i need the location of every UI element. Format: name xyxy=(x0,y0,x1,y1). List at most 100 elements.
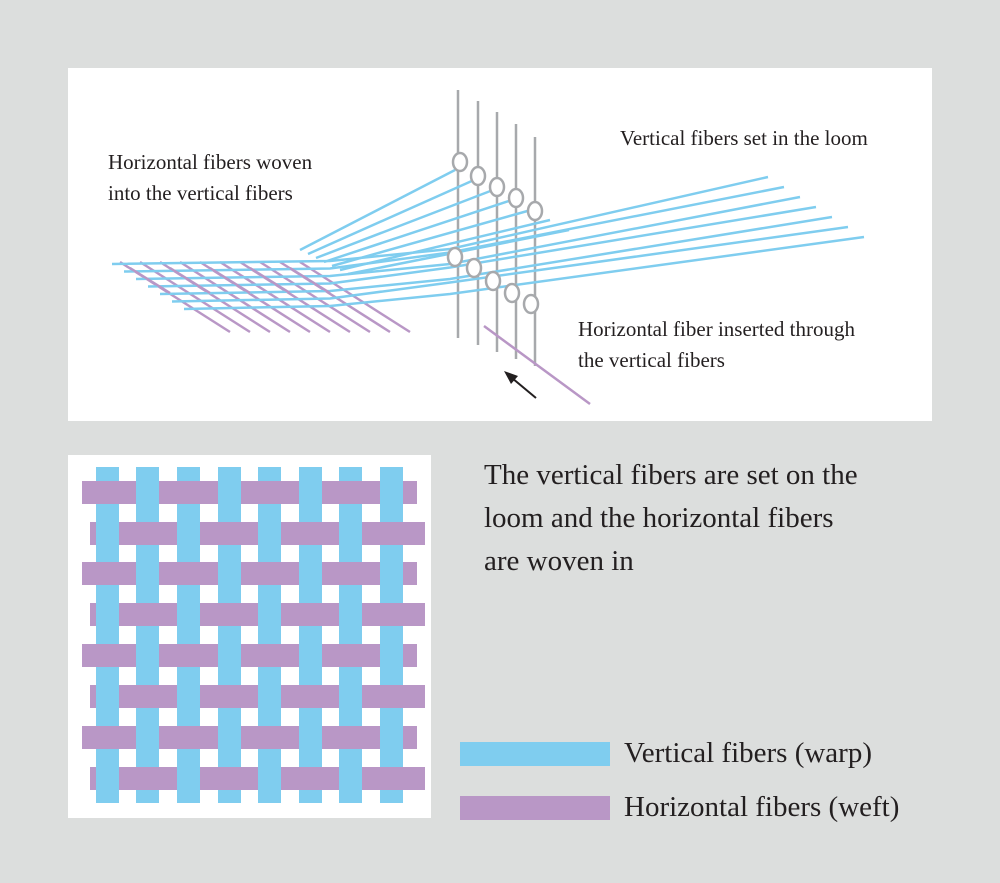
warp-over-crossing xyxy=(258,685,281,708)
loom-diagram xyxy=(111,90,865,406)
warp-over-crossing xyxy=(177,522,200,545)
weft-color-swatch xyxy=(460,795,610,820)
warp-over-crossing xyxy=(339,685,362,708)
warp-over-crossing xyxy=(177,685,200,708)
warp-thread xyxy=(218,467,241,803)
warp-thread xyxy=(136,467,159,803)
weft-thread xyxy=(82,644,417,667)
warp-fiber-upper xyxy=(299,168,456,252)
woven-weft-fiber xyxy=(259,260,371,334)
inserted-fiber-label-line1: Horizontal fiber inserted through xyxy=(578,317,855,341)
legend-warp: Vertical fibers (warp) xyxy=(460,737,872,770)
warp-over-crossing xyxy=(380,562,403,585)
warp-over-crossing xyxy=(339,603,362,626)
heddle-eye xyxy=(451,151,469,173)
warp-over-crossing xyxy=(299,644,322,667)
warp-over-crossing xyxy=(136,481,159,504)
warp-color-swatch xyxy=(460,741,610,766)
woven-fibers-label-line1: Horizontal fibers woven xyxy=(108,150,313,174)
warp-fiber-upper xyxy=(331,208,532,268)
warp-fiber xyxy=(123,185,785,273)
woven-fibers-label-line2: into the vertical fibers xyxy=(108,181,293,205)
woven-weft-fiber xyxy=(139,260,251,334)
vertical-fibers-set-label: Vertical fibers set in the loom xyxy=(620,126,868,150)
weft-thread xyxy=(90,767,425,790)
legend-warp-label: Vertical fibers (warp) xyxy=(624,737,872,769)
inserted-fiber-label: Horizontal fiber inserted through the ve… xyxy=(578,314,855,376)
weft-thread xyxy=(82,726,417,749)
inserted-weft-fiber xyxy=(483,324,591,406)
warp-over-crossing xyxy=(218,726,241,749)
warp-over-crossing xyxy=(218,562,241,585)
heddle-eye xyxy=(484,270,502,292)
warp-over-crossing xyxy=(339,767,362,790)
warp-fiber-upper xyxy=(339,218,551,272)
woven-weft-fiber-over xyxy=(209,266,251,295)
weft-thread xyxy=(90,522,425,545)
warp-fiber xyxy=(159,215,833,296)
heddle-eye xyxy=(507,187,525,209)
heddle-eye xyxy=(469,165,487,187)
warp-fiber-upper xyxy=(307,178,475,256)
warp-over-crossing xyxy=(136,562,159,585)
warp-over-crossing xyxy=(299,726,322,749)
woven-weft-fiber xyxy=(179,260,291,334)
warp-fiber-upper xyxy=(315,188,494,260)
plain-weave-panel xyxy=(68,455,431,818)
heddle-eye xyxy=(503,282,521,304)
heddle-eye xyxy=(446,246,464,268)
heddle-eye xyxy=(465,257,483,279)
legend-weft-label: Horizontal fibers (weft) xyxy=(624,791,900,823)
warp-fiber xyxy=(111,175,769,266)
warp-over-crossing xyxy=(177,767,200,790)
warp-over-crossing xyxy=(380,644,403,667)
weft-thread xyxy=(90,603,425,626)
warp-over-crossing xyxy=(339,522,362,545)
plain-weave-pattern xyxy=(82,467,425,803)
warp-over-crossing xyxy=(96,522,119,545)
warp-over-crossing xyxy=(136,644,159,667)
heddle-eye xyxy=(522,293,540,315)
woven-weft-fiber-over xyxy=(289,266,331,295)
warp-over-crossing xyxy=(218,644,241,667)
warp-over-crossing xyxy=(177,603,200,626)
warp-over-crossing xyxy=(258,522,281,545)
diagram-caption: The vertical fibers are set on the loom … xyxy=(484,454,954,583)
inserted-fiber-label-line2: the vertical fibers xyxy=(578,348,725,372)
arrow-up-left-icon xyxy=(504,371,518,384)
woven-weft-fiber xyxy=(219,260,331,334)
heddle-eye xyxy=(526,200,544,222)
warp-over-crossing xyxy=(258,603,281,626)
warp-thread xyxy=(96,467,119,803)
warp-thread xyxy=(258,467,281,803)
woven-weft-fiber-over xyxy=(249,266,291,295)
warp-fiber xyxy=(135,195,801,281)
warp-fiber xyxy=(183,235,865,311)
warp-over-crossing xyxy=(380,726,403,749)
heddle-eye xyxy=(488,176,506,198)
caption-line1: The vertical fibers are set on the xyxy=(484,459,858,491)
warp-fiber-upper xyxy=(323,198,513,264)
woven-weft-fiber xyxy=(299,260,411,334)
arrow-up-left-icon-shaft xyxy=(511,377,537,399)
warp-over-crossing xyxy=(380,481,403,504)
caption-line3: are woven in xyxy=(484,545,634,577)
woven-weft-fiber-over xyxy=(129,266,171,295)
weft-thread xyxy=(82,562,417,585)
warp-over-crossing xyxy=(258,767,281,790)
weft-thread xyxy=(82,481,417,504)
warp-over-crossing xyxy=(299,481,322,504)
warp-thread xyxy=(177,467,200,803)
caption-line2: loom and the horizontal fibers xyxy=(484,502,834,534)
legend-weft: Horizontal fibers (weft) xyxy=(460,791,899,824)
warp-thread xyxy=(339,467,362,803)
warp-over-crossing xyxy=(299,562,322,585)
warp-thread xyxy=(299,467,322,803)
warp-over-crossing xyxy=(96,685,119,708)
woven-fibers-label: Horizontal fibers woven into the vertica… xyxy=(108,147,312,209)
weft-thread xyxy=(90,685,425,708)
warp-over-crossing xyxy=(96,767,119,790)
warp-over-crossing xyxy=(218,481,241,504)
warp-over-crossing xyxy=(96,603,119,626)
warp-thread xyxy=(380,467,403,803)
